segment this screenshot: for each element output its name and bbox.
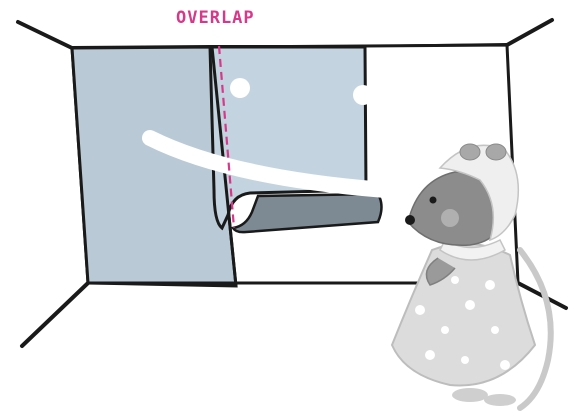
eye-dot-right	[353, 85, 373, 105]
eye-dot-left	[230, 78, 250, 98]
overlap-label: OVERLAP	[176, 8, 255, 28]
smile-curve	[142, 130, 393, 198]
mouse-character	[390, 143, 554, 411]
wallpaper-curl	[230, 192, 383, 234]
overlap-marker-line	[217, 45, 236, 229]
